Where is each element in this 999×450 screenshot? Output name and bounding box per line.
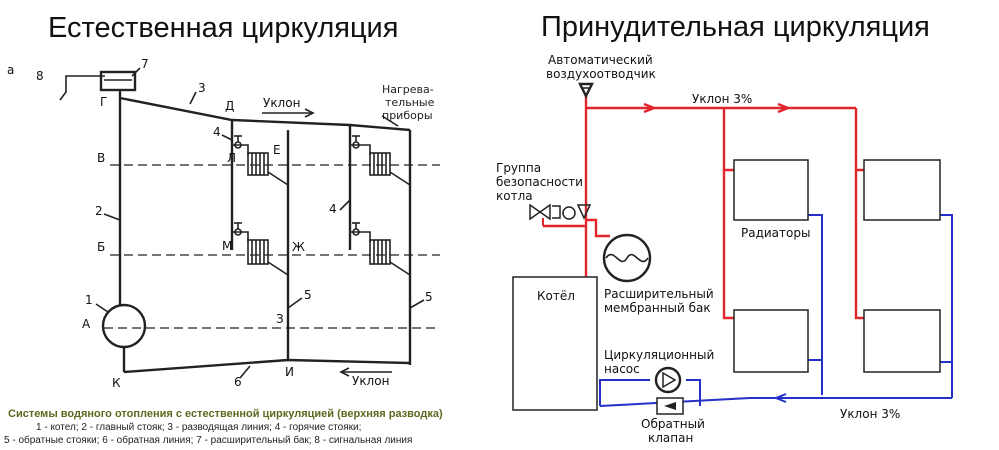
safety-group-icon	[529, 203, 592, 226]
heaters-label-3: приборы	[382, 109, 433, 122]
check-valve-label-1: Обратный	[641, 417, 705, 431]
pump-label-1: Циркуляционный	[604, 348, 714, 362]
safety-group-label-2: безопасности	[496, 175, 583, 189]
letter-a: А	[82, 317, 91, 331]
radiator-2-bottom	[350, 222, 411, 276]
letter-m: М	[222, 239, 232, 253]
supply-drop-right-top	[854, 108, 864, 172]
letter-v: В	[97, 151, 105, 165]
title-natural-circulation: Естественная циркуляция	[48, 12, 398, 44]
radiators-label: Радиаторы	[741, 226, 810, 240]
tank-connection-line	[586, 218, 610, 238]
supply-drop-left-bottom	[722, 170, 734, 320]
boiler-box	[512, 276, 598, 411]
letter-k: К	[112, 376, 121, 390]
pump-label-2: насос	[604, 362, 640, 376]
slope-label-bottom-right: Уклон 3%	[840, 407, 900, 421]
caption-line-2: 5 - обратные стояки; 6 - обратная линия;…	[4, 434, 412, 446]
letter-l: Л	[227, 151, 236, 165]
check-valve-label-2: клапан	[648, 431, 693, 445]
letter-e: Е	[273, 143, 281, 157]
number-3: 3	[198, 81, 206, 95]
return-right	[940, 214, 953, 398]
letter-g: Г	[100, 95, 107, 109]
radiator-1-top	[232, 135, 289, 186]
forced-circulation-schematic: Котёл Радиаторы Расширительный мембранны…	[496, 53, 953, 445]
air-vent-icon	[578, 82, 594, 99]
return-main	[599, 397, 952, 407]
figure-letter: а	[7, 63, 14, 77]
number-8: 8	[36, 69, 44, 83]
pump-line	[599, 379, 650, 406]
number-5-left: 5	[304, 288, 312, 302]
safety-group-label-1: Группа	[496, 161, 541, 175]
radiator-top-left	[733, 159, 809, 221]
number-6: 6	[234, 375, 242, 389]
pump-icon	[654, 366, 682, 394]
signal-line	[59, 75, 105, 101]
natural-circulation-schematic: а 8 7 3 2 1 4 4 5 5 6 Г Д В Л Е Б М Ж А …	[4, 57, 443, 446]
supply-drop-right-bottom	[854, 170, 864, 320]
return-left-top	[808, 214, 823, 395]
radiator-2-top	[350, 135, 411, 186]
tank-label-2: мембранный бак	[604, 301, 711, 315]
letter-i: И	[285, 365, 294, 379]
membrane-tank-icon	[602, 233, 652, 283]
radiator-1-bottom	[232, 222, 289, 276]
number-1: 1	[85, 293, 93, 307]
air-vent-label-1: Автоматический	[548, 53, 653, 67]
letter-b: Б	[97, 240, 105, 254]
heaters-label-1: Нагрева-	[382, 83, 434, 96]
caption-heading: Системы водяного отопления с естественно…	[8, 408, 443, 420]
number-2: 2	[95, 204, 103, 218]
boiler-label: Котёл	[537, 289, 575, 303]
return-line	[123, 358, 411, 374]
radiator-bottom-left	[733, 309, 809, 373]
air-vent-label-2: воздухоотводчик	[546, 67, 656, 81]
slope-label-top: Уклон	[263, 96, 300, 110]
number-5-right: 5	[425, 290, 433, 304]
radiator-bottom-right	[863, 309, 941, 373]
number-4-left: 4	[213, 125, 221, 139]
supply-line	[119, 96, 411, 132]
letter-d: Д	[225, 99, 234, 113]
slope-label-bottom: Уклон	[352, 374, 389, 388]
boiler-circle	[101, 303, 147, 349]
letter-zh: Ж	[292, 240, 305, 254]
number-4-right: 4	[329, 202, 337, 216]
title-forced-circulation: Принудительная циркуляция	[541, 11, 930, 43]
safety-group-label-3: котла	[496, 189, 533, 203]
tank-label-1: Расширительный	[604, 287, 714, 301]
number-7: 7	[141, 57, 149, 71]
supply-drop-left-top	[722, 108, 734, 172]
caption-line-1: 1 - котел; 2 - главный стояк; 3 - развод…	[36, 422, 361, 433]
radiator-top-right	[863, 159, 941, 221]
slope-label-top-right: Уклон 3%	[692, 92, 752, 106]
expansion-tank	[99, 70, 137, 92]
heaters-label-2: тельные	[385, 96, 435, 109]
letter-z: З	[276, 312, 284, 326]
